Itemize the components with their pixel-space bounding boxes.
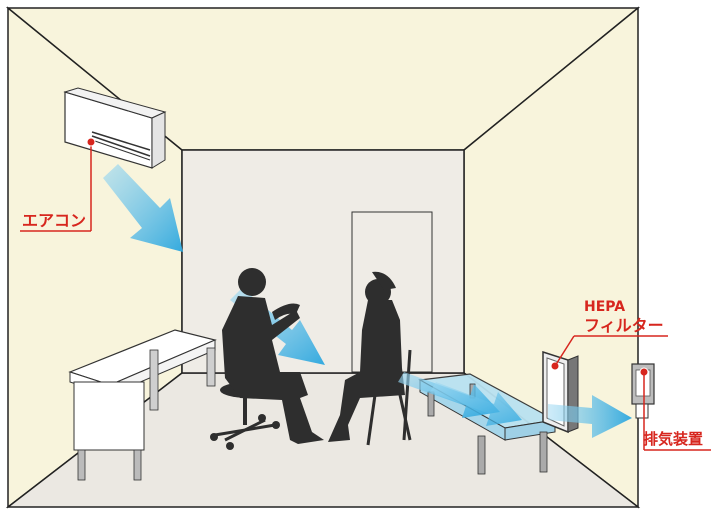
label-aircon-text: エアコン (22, 211, 86, 230)
label-hepa-line2: フィルター (584, 316, 664, 335)
label-exhaust-text: 排気装置 (643, 430, 703, 448)
label-hepa-line1: HEPA (584, 299, 625, 315)
